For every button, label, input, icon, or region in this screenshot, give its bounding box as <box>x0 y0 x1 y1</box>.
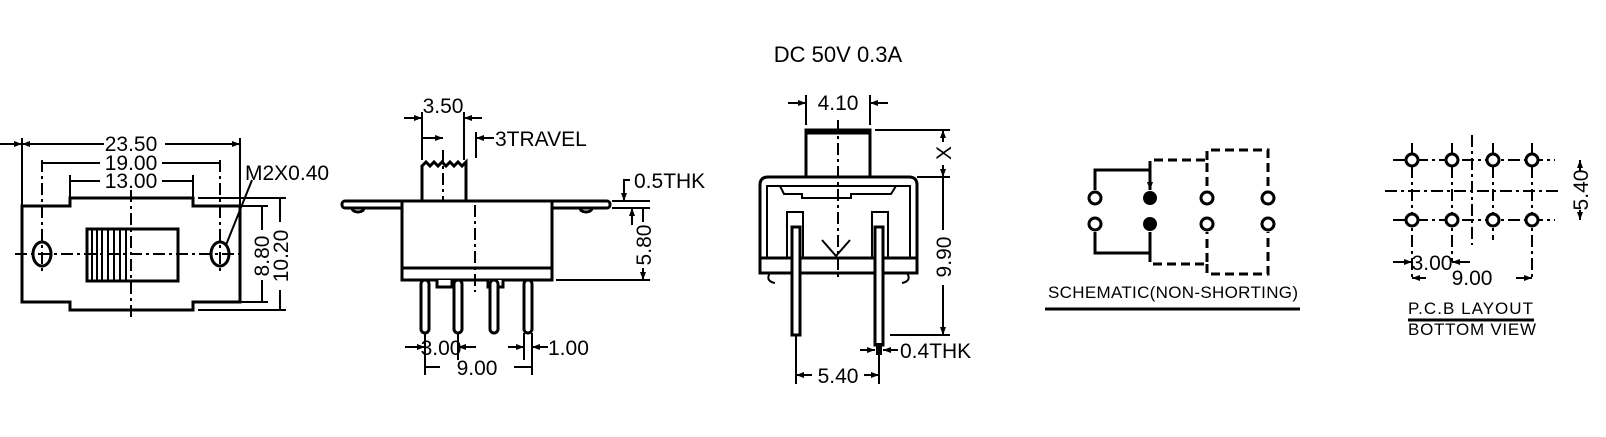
dim-travel: 3TRAVEL <box>495 128 587 151</box>
contact-open <box>1087 190 1103 206</box>
schematic-label: SCHEMATIC(NON-SHORTING) <box>1048 283 1298 302</box>
rating-title: DC 50V 0.3A <box>774 42 903 67</box>
dim-pin-pitch: 3.00 <box>421 337 462 360</box>
pcb-layout: 5.40 3.00 9.00 P.C.B LAYOUT BOTTOM VIEW <box>1385 135 1593 339</box>
dim-pin-width: 1.00 <box>548 337 589 360</box>
contact-open <box>1087 216 1103 232</box>
pcb-holes <box>1404 152 1540 228</box>
leader-line <box>225 179 253 246</box>
dim-mount-hole-spacing: 19.00 <box>105 152 158 175</box>
dim-center-width: 13.00 <box>105 170 158 193</box>
knob-ribs <box>91 229 127 281</box>
dim-row-spacing: 5.40 <box>818 365 859 388</box>
contact-open <box>1260 190 1276 206</box>
dim-body-height: 5.80 <box>633 225 656 266</box>
contact-common-filled <box>1143 217 1157 231</box>
side-view: 3.50 3TRAVEL 0.5THK 5.80 3.00 1.00 9.00 <box>340 95 705 380</box>
dim-actuator-width: 4.10 <box>818 92 859 115</box>
contact-open <box>1260 216 1276 232</box>
dim-actuator-height: X <box>933 146 956 160</box>
pcb-dim-pitch: 3.00 <box>1412 252 1453 275</box>
pin-right <box>873 225 885 347</box>
dim-plate-thickness: 0.5THK <box>634 170 705 193</box>
dim-height-outer: 10.20 <box>270 230 293 283</box>
pcb-dim-span: 9.00 <box>1452 267 1493 290</box>
dim-pin-span: 9.00 <box>457 357 498 380</box>
dim-pin-thickness: 0.4THK <box>900 340 971 363</box>
actuator <box>420 158 468 201</box>
top-view: 23.50 19.00 13.00 M2X0.40 8.80 10.20 <box>0 133 329 318</box>
dim-total-height: 9.90 <box>933 237 956 278</box>
dim-actuator-width: 3.50 <box>423 95 464 118</box>
housing <box>758 175 919 275</box>
dim-overall-width: 23.50 <box>105 133 158 156</box>
front-view: 4.10 X 9.90 0.4THK 5.40 <box>758 92 971 388</box>
dim-height-inner: 8.80 <box>251 236 274 277</box>
pcb-label-line1: P.C.B LAYOUT <box>1408 299 1533 318</box>
dim-screw-thread: M2X0.40 <box>245 162 329 185</box>
pcb-dim-row-spacing: 5.40 <box>1570 170 1593 211</box>
schematic: SCHEMATIC(NON-SHORTING) <box>1045 148 1300 311</box>
contact-open <box>1199 190 1215 206</box>
pin-left <box>790 225 802 337</box>
contact-open <box>1199 216 1215 232</box>
pcb-label-line2: BOTTOM VIEW <box>1408 320 1536 339</box>
contact-common-filled <box>1143 191 1157 205</box>
